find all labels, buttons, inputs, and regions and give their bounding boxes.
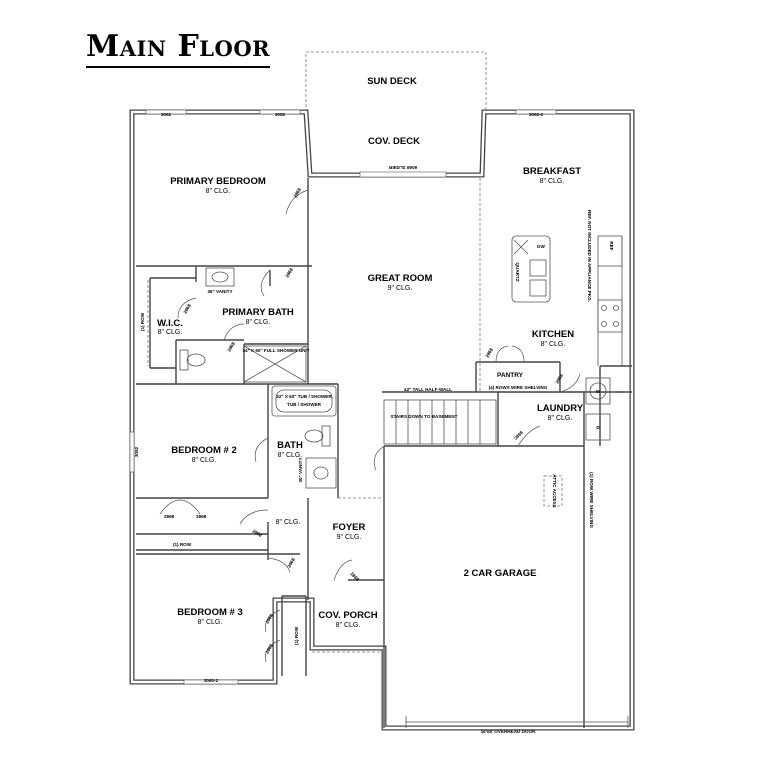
ref-note: REF	[609, 241, 614, 250]
garage-label: 2 CAR GARAGE	[464, 568, 537, 579]
quartz-note: QUARTZ	[515, 262, 520, 281]
bed2-shelf-note: (1) ROW	[173, 542, 192, 547]
window-note: 3052	[275, 112, 286, 117]
door-tag: 2868	[287, 557, 297, 569]
window-note: 3060-2	[204, 678, 219, 683]
breakfast-label: BREAKFAST	[523, 166, 581, 177]
dashed-openings	[147, 178, 481, 653]
attic-access	[543, 475, 563, 507]
slider-note: 6068 SLIDER	[388, 165, 417, 170]
bath-fixtures	[179, 267, 337, 489]
door-tag: 2868	[485, 347, 495, 359]
stairs	[383, 399, 497, 445]
cov-porch-ceiling: 8" CLG.	[336, 622, 361, 629]
door-tag: 2868	[285, 267, 295, 279]
sun-deck-label: SUN DECK	[367, 76, 417, 87]
pantry-shelf-note: (4) ROWS WIRE SHELVING	[489, 385, 548, 390]
interior-walls	[136, 178, 632, 728]
bedroom3-label: BEDROOM # 3	[177, 607, 242, 618]
vanity36-note: 36" VANITY	[207, 289, 232, 294]
door-tag: 2868	[293, 187, 303, 199]
great-room-label: GREAT ROOM	[368, 273, 433, 284]
great-room-ceiling: 9" CLG.	[388, 285, 413, 292]
ref-appliance-note: REF. NOT INCLUDED IN APPLIANCE PKG.	[587, 210, 592, 302]
window-note: 3052-2	[529, 112, 544, 117]
bath-ceiling: 8" CLG.	[278, 452, 303, 459]
laundry-shelf-note: (1) ROW WIRE SHELVING	[589, 472, 594, 528]
tub-note: 32" X 60" TUB / SHOWER	[276, 394, 332, 399]
kitchen-appliances	[597, 235, 623, 366]
bedroom3-ceiling: 8" CLG.	[198, 619, 223, 626]
washer-note: W	[596, 389, 601, 394]
door-swings	[159, 189, 581, 663]
window-markers	[129, 109, 557, 685]
foyer-label: FOYER	[333, 522, 366, 533]
garage-door-note: 16'x8' OVERHEAD DOOR	[481, 729, 536, 734]
door-tag: 2868	[227, 341, 237, 353]
primary-bath-ceiling: 8" CLG.	[246, 319, 271, 326]
door-tag: 2868	[349, 571, 360, 582]
breakfast-ceiling: 8" CLG.	[540, 178, 565, 185]
bath-label: BATH	[277, 440, 303, 451]
cov-deck-label: COV. DECK	[368, 136, 420, 147]
bedroom2-label: BEDROOM # 2	[171, 445, 236, 456]
window-note: 3052	[161, 112, 172, 117]
cov-porch-label: COV. PORCH	[318, 610, 377, 621]
primary-bedroom-label: PRIMARY BEDROOM	[170, 176, 266, 187]
door-tag: 2868	[265, 643, 275, 655]
kitchen-island	[511, 235, 551, 303]
door-tag: 2868	[196, 514, 207, 519]
wic-ceiling: 8" CLG.	[158, 329, 183, 336]
door-tag: 2868	[164, 514, 175, 519]
laundry-ceiling: 8" CLG.	[548, 415, 573, 422]
kitchen-label: KITCHEN	[532, 329, 574, 340]
page-title: Main Floor	[86, 30, 271, 68]
dw-note: DW	[537, 244, 545, 249]
primary-bedroom-ceiling: 8" CLG.	[206, 188, 231, 195]
door-tag: 2868	[555, 373, 565, 385]
half-wall-note: 42" TALL HALF-WALL	[404, 387, 452, 392]
door-tag: 2868	[265, 613, 275, 625]
garage-door	[405, 716, 629, 728]
vanity30-note: 30" VANITY	[298, 457, 303, 482]
primary-bath-label: PRIMARY BATH	[222, 307, 294, 318]
pantry-label: PANTRY	[497, 372, 524, 379]
sun-deck-outline	[305, 51, 487, 112]
window-note: 3052	[134, 446, 139, 457]
door-tag: 2868	[183, 303, 193, 315]
dryer-note: D	[596, 425, 600, 430]
stairs-note: STAIRS DOWN TO BASEMENT	[391, 414, 458, 419]
shower-note: 34" X 60" FULL SHOWER UNIT	[242, 348, 309, 353]
laundry-appliances	[585, 377, 611, 441]
wic-shelf-note: (1) ROW	[140, 312, 145, 331]
door-tag: 2868	[252, 529, 264, 539]
tub-note-2: TUB / SHOWER	[287, 402, 322, 407]
door-tag: 2868	[513, 430, 524, 441]
hall-ceiling: 8" CLG.	[276, 519, 301, 526]
bedroom2-ceiling: 8" CLG.	[192, 457, 217, 464]
kitchen-ceiling: 8" CLG.	[541, 341, 566, 348]
bed3-shelf-note: (1) ROW	[294, 626, 299, 645]
wic-label: W.I.C.	[157, 318, 183, 329]
laundry-label: LAUNDRY	[537, 403, 584, 414]
attic-note: ATTIC ACCESS	[552, 474, 557, 507]
foyer-ceiling: 9" CLG.	[337, 534, 362, 541]
